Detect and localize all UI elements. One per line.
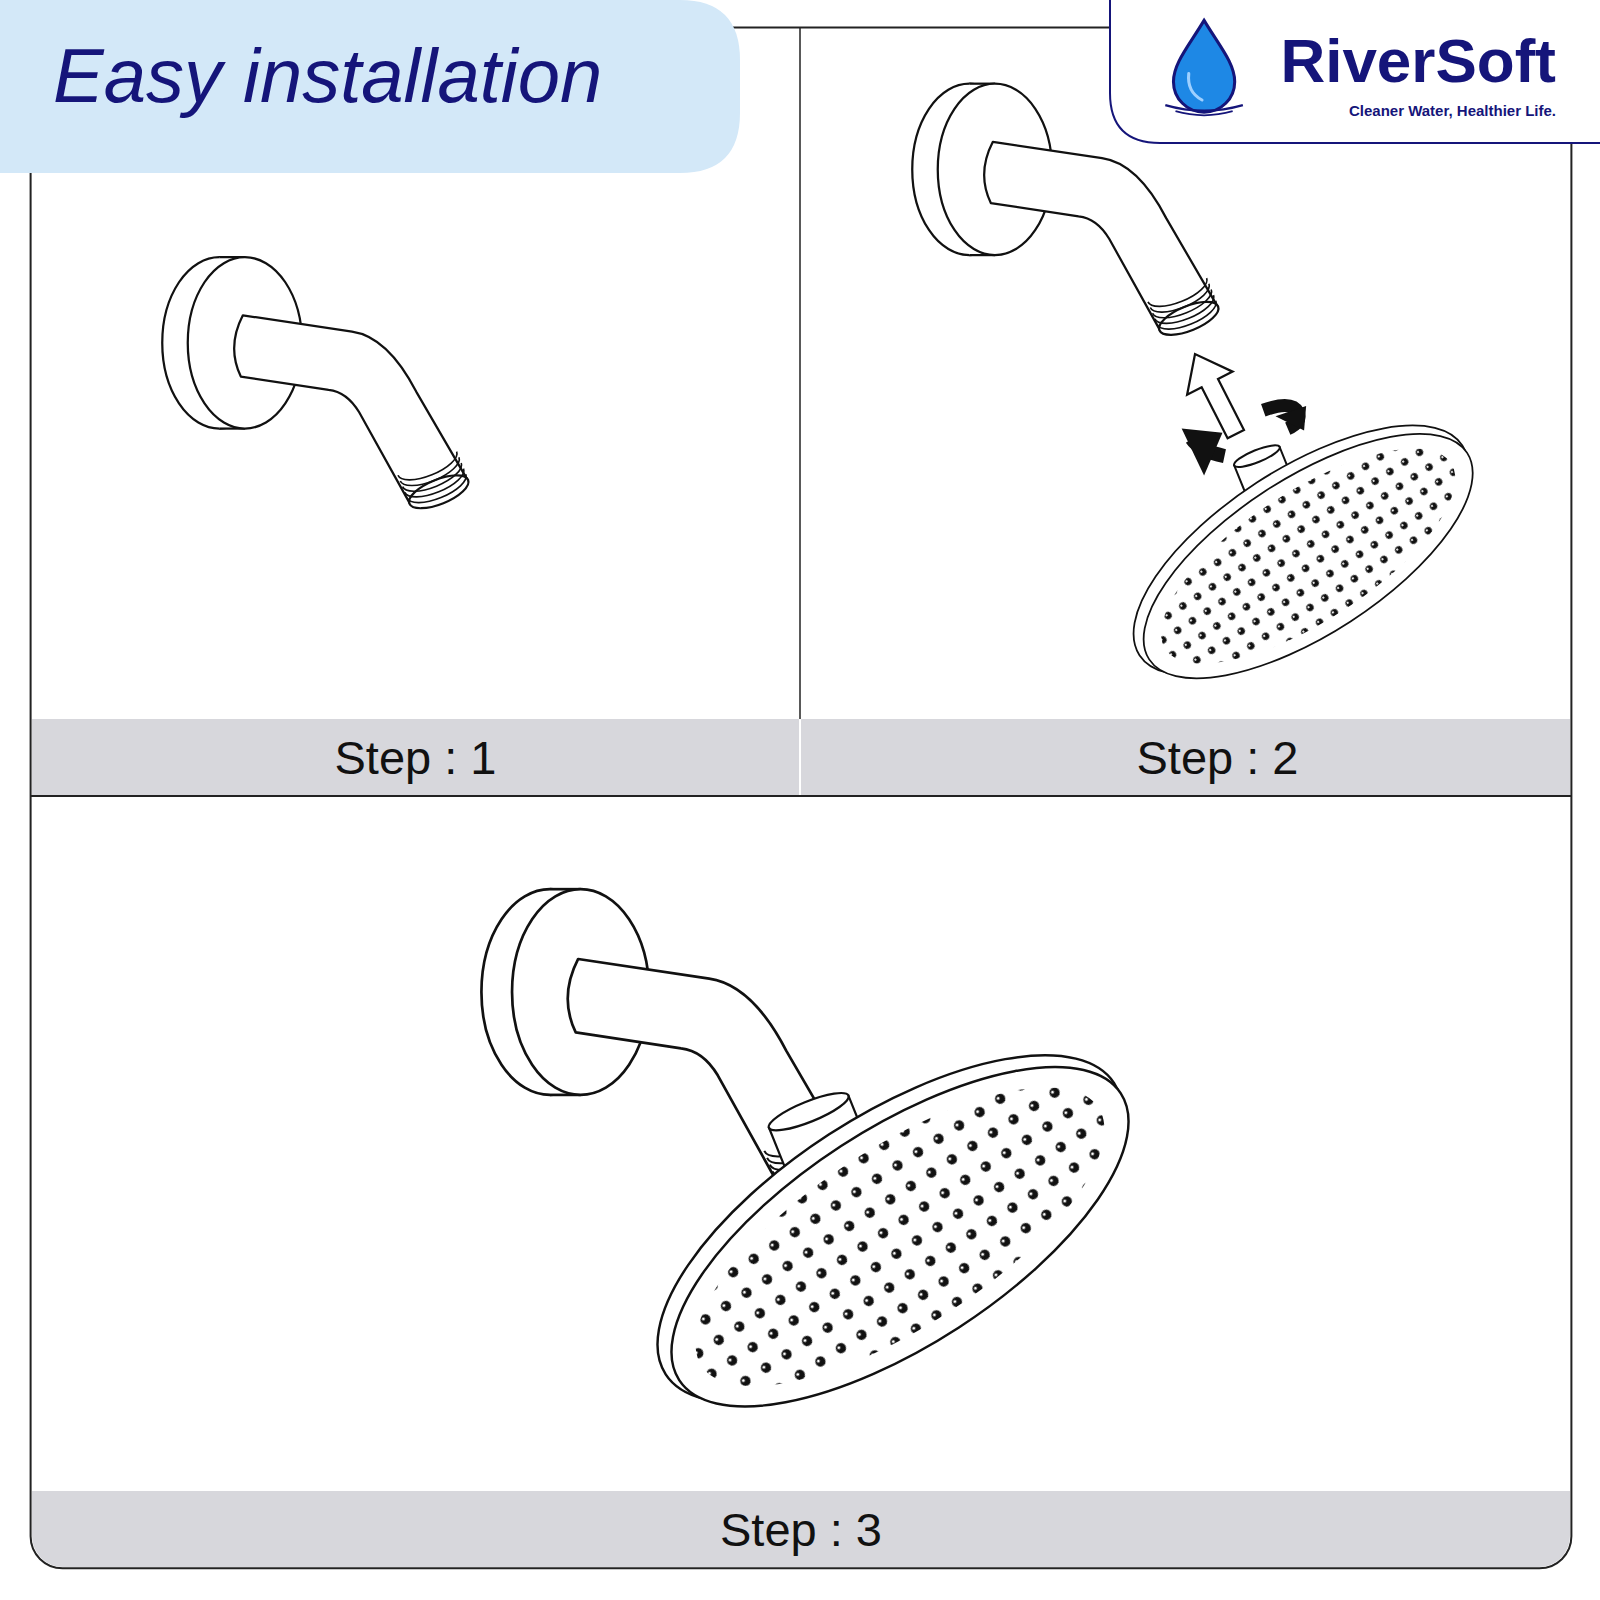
title-text: Easy installation <box>53 38 602 114</box>
rotate-arrows <box>1182 406 1306 476</box>
title-tab <box>0 0 740 173</box>
brand-tagline: Cleaner Water, Healthier Life. <box>1349 103 1556 118</box>
step-label: Step : 1 <box>335 734 497 781</box>
logo-panel <box>1110 0 1600 143</box>
step-band: Step : 2 <box>801 719 1570 795</box>
shower-arm <box>912 84 1222 342</box>
divider-line <box>799 28 801 719</box>
brand-name: RiverSoft <box>1280 30 1556 92</box>
logo-box: RiverSoftCleaner Water, Healthier Life. <box>1110 0 1600 143</box>
logo-drop <box>1165 20 1243 115</box>
frame <box>31 28 1572 1569</box>
step-label: Step : 3 <box>720 1506 882 1553</box>
step-label: Step : 2 <box>1137 734 1299 781</box>
step-band: Step : 3 <box>32 1491 1570 1567</box>
up-arrow <box>1172 343 1258 446</box>
shower-arm <box>162 257 472 515</box>
step-band: Step : 1 <box>32 719 799 795</box>
shower-head <box>605 989 1180 1475</box>
shower-head <box>1095 378 1509 728</box>
divider-line <box>31 795 1571 797</box>
logo-border <box>1110 0 1600 143</box>
